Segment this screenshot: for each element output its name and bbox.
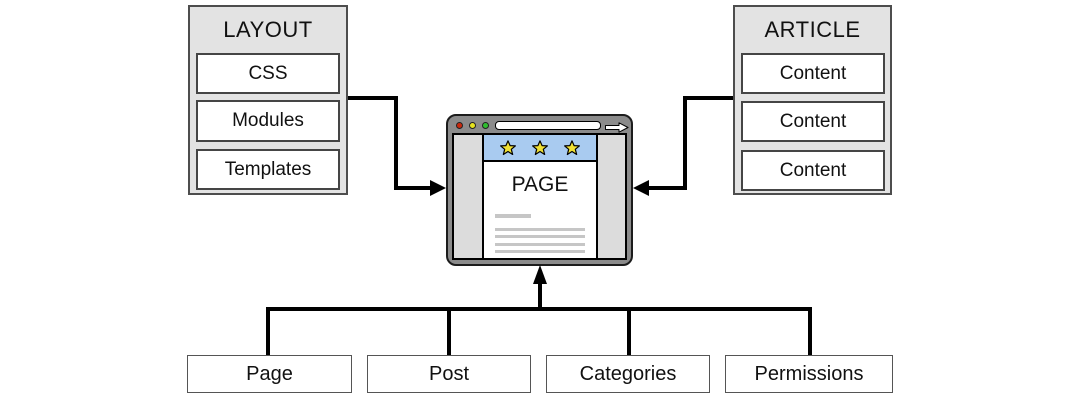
- arrowhead-right-icon: [430, 180, 446, 196]
- node-categories: Categories: [546, 355, 710, 393]
- arrow-layout-to-page-segment: [394, 96, 398, 190]
- star-banner: [484, 135, 596, 162]
- minimize-dot-yellow-icon: [469, 122, 476, 129]
- star-icon: [500, 139, 516, 155]
- connector-categories: [627, 307, 631, 355]
- article-item-content-1: Content: [741, 53, 885, 94]
- star-icon: [564, 139, 580, 155]
- arrow-article-to-page-segment: [685, 96, 733, 100]
- browser-titlebar: [448, 116, 631, 135]
- page-column: PAGE: [482, 135, 598, 258]
- close-dot-red-icon: [456, 122, 463, 129]
- arrow-article-to-page-segment: [683, 96, 687, 190]
- layout-panel: LAYOUT CSS Modules Templates: [188, 5, 348, 195]
- text-placeholder-line: [495, 250, 585, 253]
- connector-permissions: [808, 307, 812, 355]
- text-placeholder-line: [495, 214, 531, 218]
- layout-item-templates: Templates: [196, 149, 340, 190]
- text-placeholder-line: [495, 243, 585, 246]
- browser-content-area: PAGE: [452, 133, 627, 260]
- text-placeholder-line: [495, 228, 585, 231]
- address-bar: [495, 121, 601, 130]
- forward-arrow-icon: [605, 120, 629, 133]
- arrow-bus-to-page-segment: [538, 283, 542, 309]
- page-title: PAGE: [511, 173, 569, 196]
- node-permissions: Permissions: [725, 355, 893, 393]
- browser-window: PAGE: [446, 114, 633, 266]
- layout-panel-title: LAYOUT: [223, 17, 313, 42]
- article-item-content-2: Content: [741, 101, 885, 142]
- star-icon: [532, 139, 548, 155]
- arrow-layout-to-page-segment: [348, 96, 398, 100]
- layout-item-css: CSS: [196, 53, 340, 94]
- layout-item-modules: Modules: [196, 100, 340, 142]
- node-post: Post: [367, 355, 531, 393]
- article-panel: ARTICLE Content Content Content: [733, 5, 892, 195]
- connector-post: [447, 307, 451, 355]
- article-panel-title: ARTICLE: [764, 17, 861, 42]
- article-item-content-3: Content: [741, 150, 885, 191]
- bottom-bus-line: [266, 307, 812, 311]
- arrowhead-up-icon: [533, 265, 547, 284]
- node-page: Page: [187, 355, 352, 393]
- arrow-layout-to-page-segment: [394, 186, 432, 190]
- zoom-dot-green-icon: [482, 122, 489, 129]
- text-placeholder-line: [495, 235, 585, 238]
- connector-page: [266, 307, 270, 355]
- arrowhead-left-icon: [633, 180, 649, 196]
- arrow-article-to-page-segment: [649, 186, 687, 190]
